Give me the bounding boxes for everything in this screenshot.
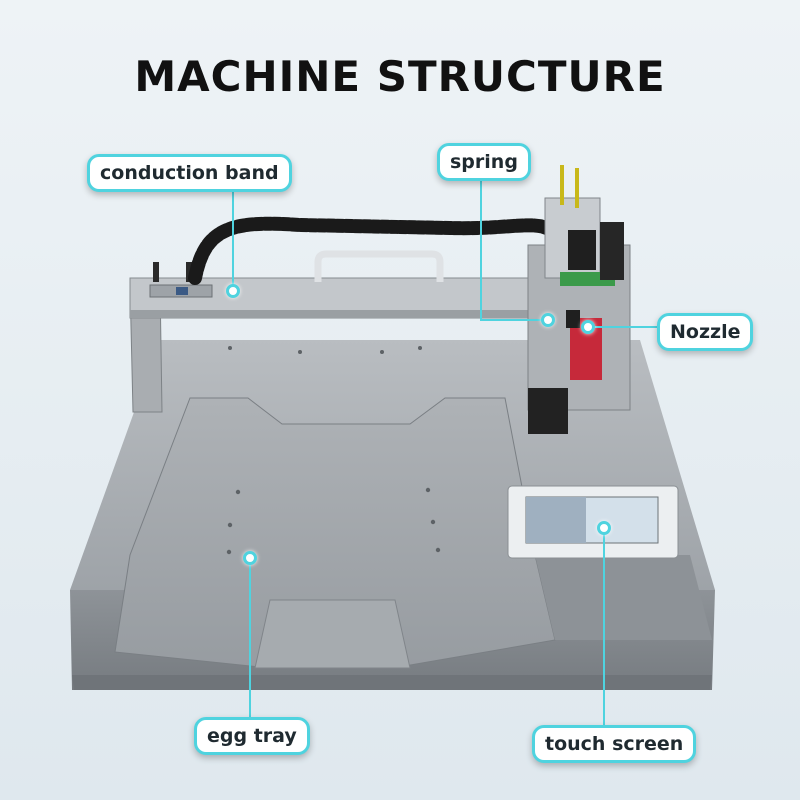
leader-lines bbox=[232, 175, 657, 727]
touch-screen-label: touch screen bbox=[532, 725, 697, 763]
touch-screen-marker bbox=[597, 521, 611, 535]
nozzle-marker bbox=[581, 320, 595, 334]
page-title: MACHINE STRUCTURE bbox=[134, 52, 666, 101]
egg-tray-marker bbox=[243, 551, 257, 565]
egg-tray-label: egg tray bbox=[194, 717, 310, 755]
conduction-band-marker bbox=[226, 284, 240, 298]
conduction-band-label: conduction band bbox=[87, 154, 292, 192]
print-head bbox=[528, 165, 624, 434]
side-block bbox=[535, 555, 712, 640]
spring-marker bbox=[541, 313, 555, 327]
spring-label: spring bbox=[437, 143, 531, 181]
nozzle-label: Nozzle bbox=[657, 313, 754, 351]
cable-chain bbox=[188, 216, 567, 285]
touch-screen-panel bbox=[507, 485, 679, 559]
egg-tray-sheet bbox=[114, 346, 556, 669]
